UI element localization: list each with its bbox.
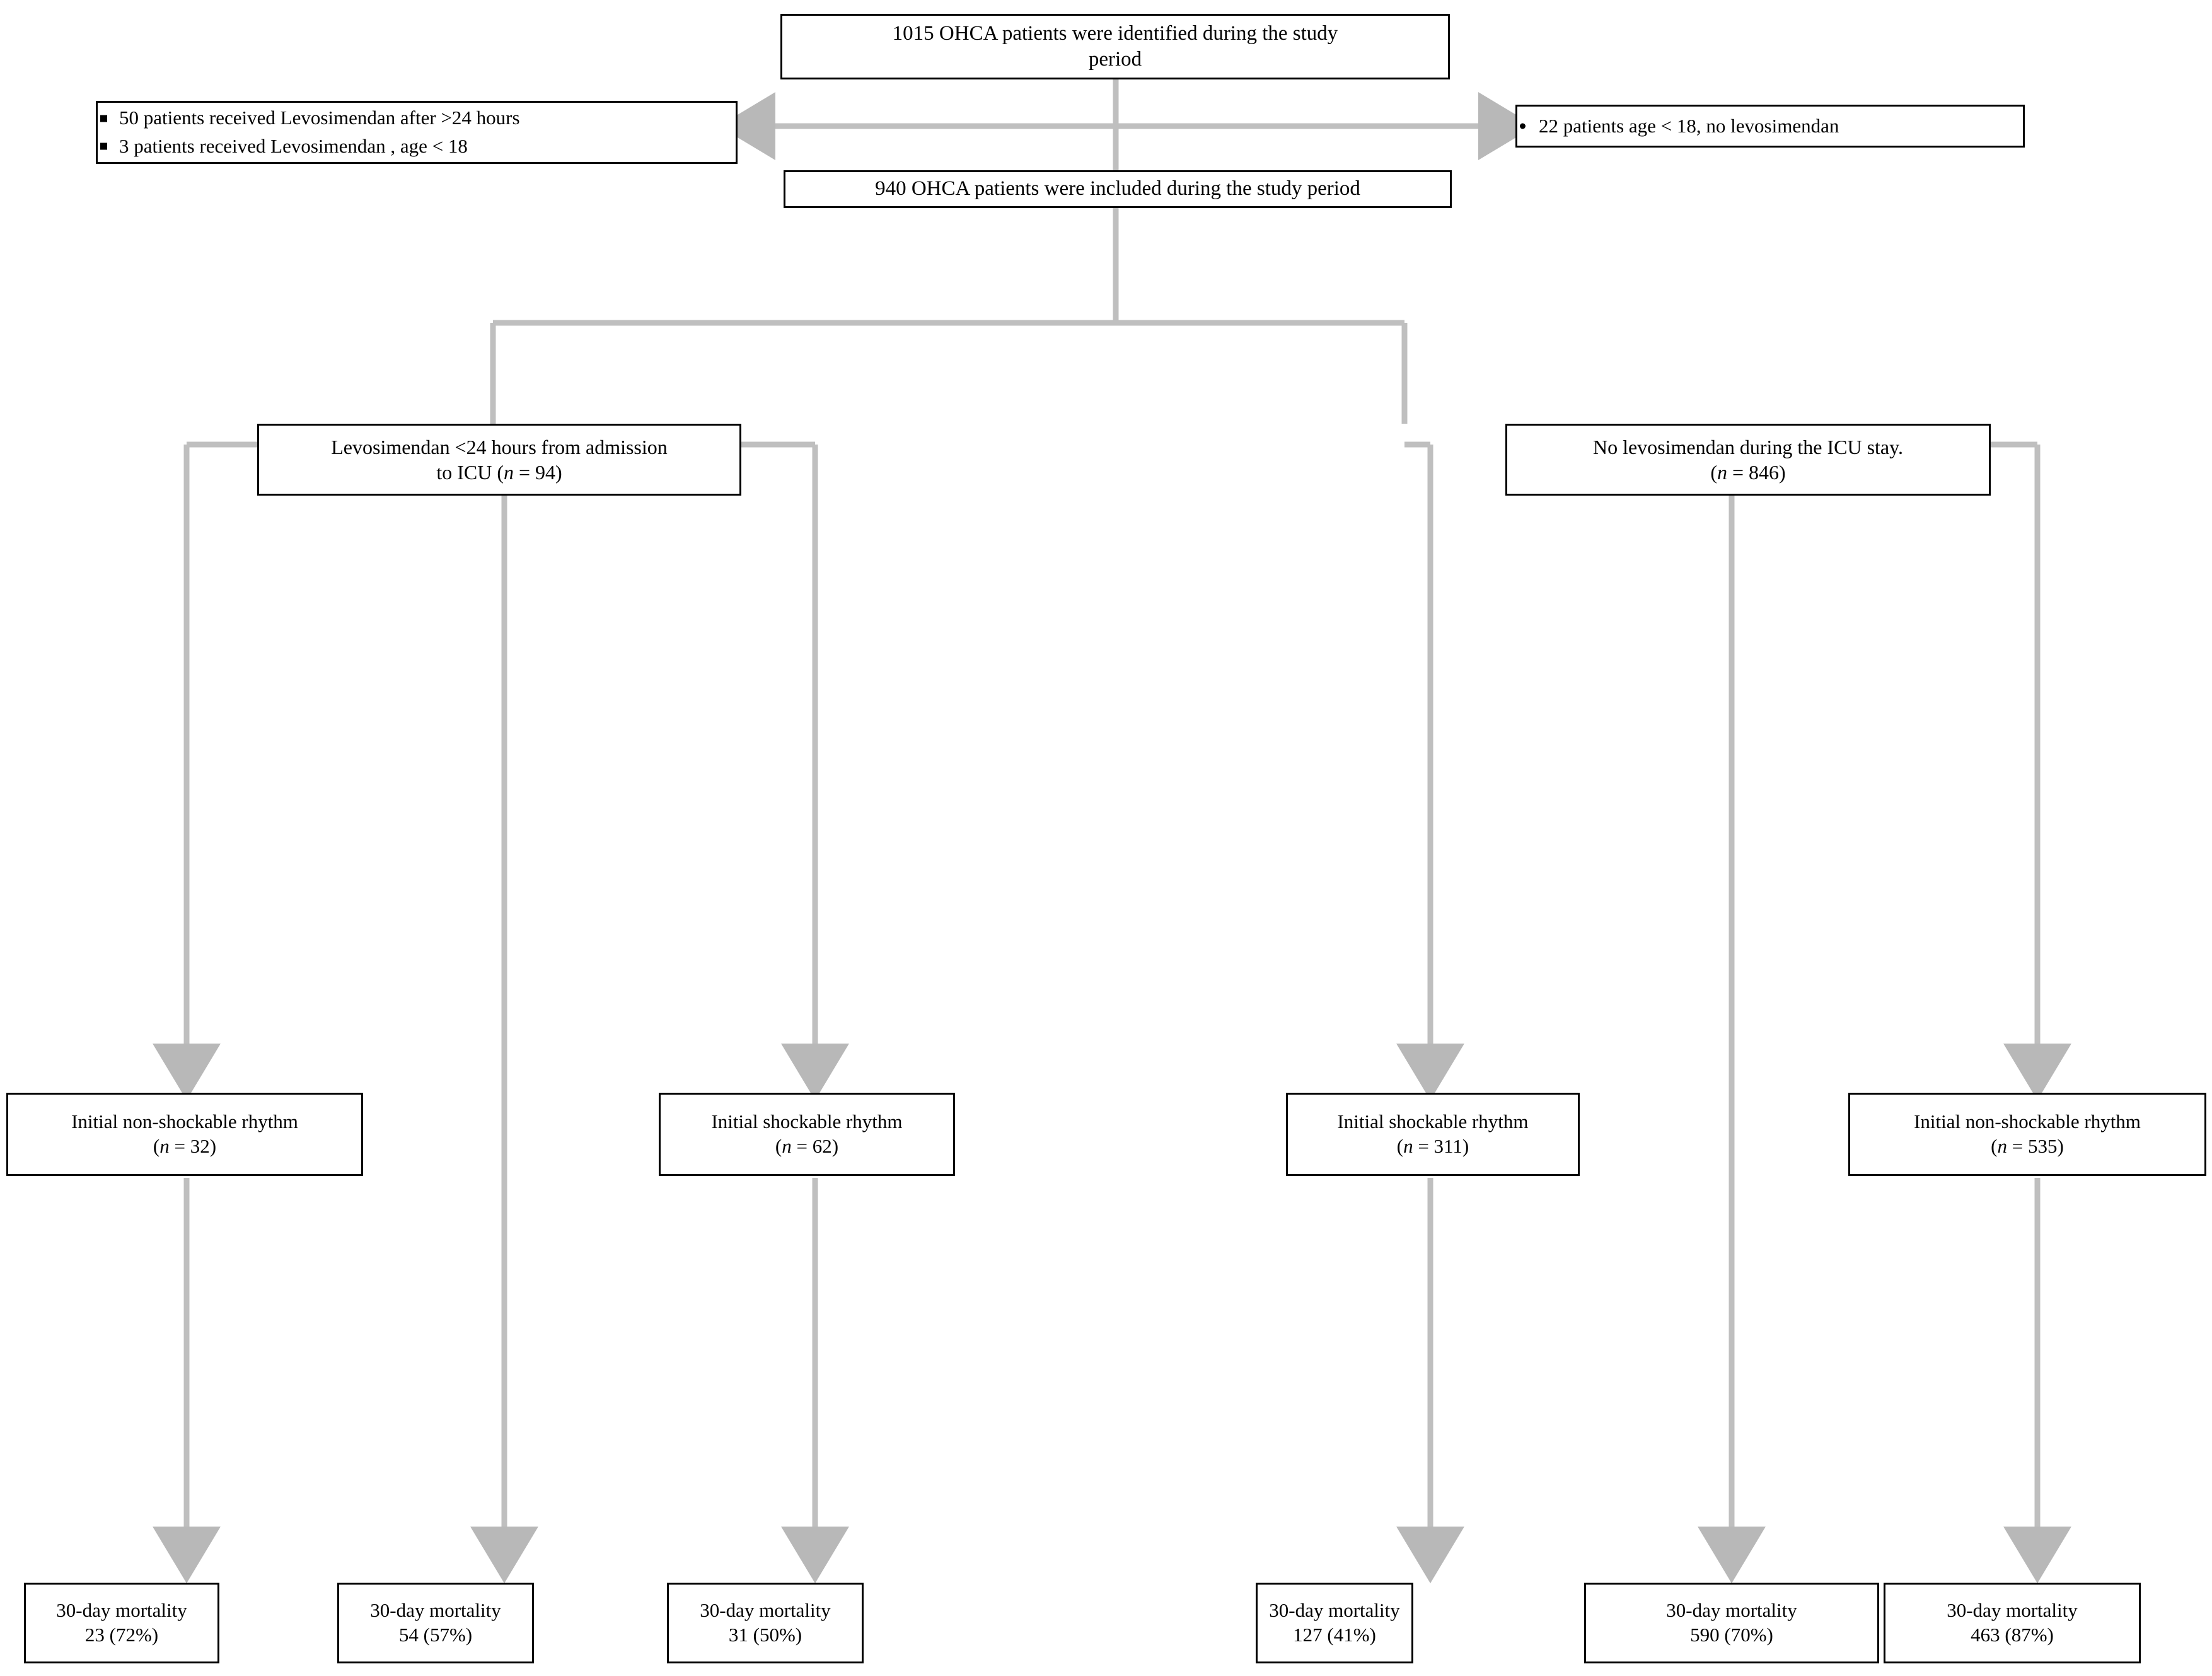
list-item: 3 patients received Levosimendan , age <… — [100, 132, 727, 161]
node-included: 940 OHCA patients were included during t… — [784, 170, 1452, 208]
rhythm-2-label: Initial shockable rhythm — [711, 1110, 903, 1133]
node-rhythm-3: Initial shockable rhythm (n = 311) — [1286, 1093, 1580, 1176]
rhythm-4-n-symbol: n — [1997, 1135, 2008, 1157]
square-bullet-icon — [100, 115, 107, 122]
mortality-1-value: 23 (72%) — [84, 1624, 159, 1646]
rhythm-1-n-post: = 32) — [169, 1135, 217, 1157]
rhythm-2-n-pre: ( — [775, 1135, 782, 1157]
list-item: 22 patients age < 18, no levosimendan — [1520, 112, 2014, 141]
excluded-left-bullet-2: 3 patients received Levosimendan , age <… — [119, 135, 468, 157]
mortality-2-label: 30-day mortality — [370, 1599, 501, 1622]
rhythm-4-n-post: = 535) — [2007, 1135, 2064, 1157]
levo-group-line2-pre: to ICU ( — [436, 461, 504, 484]
annotation-excluded-right: 22 patients age < 18, no levosimendan — [1515, 105, 2025, 148]
rhythm-1-n-pre: ( — [153, 1135, 160, 1157]
mortality-6-value: 463 (87%) — [1971, 1624, 2054, 1646]
nolevo-group-line2-post: = 846) — [1727, 461, 1786, 484]
rhythm-4-label: Initial non-shockable rhythm — [1914, 1110, 2141, 1133]
node-rhythm-4: Initial non-shockable rhythm (n = 535) — [1848, 1093, 2206, 1176]
node-rhythm-1: Initial non-shockable rhythm (n = 32) — [6, 1093, 363, 1176]
annotation-excluded-left: 50 patients received Levosimendan after … — [96, 101, 738, 164]
excluded-right-list: 22 patients age < 18, no levosimendan — [1517, 112, 2023, 141]
node-mortality-2: 30-day mortality 54 (57%) — [337, 1583, 534, 1663]
mortality-5-value: 590 (70%) — [1690, 1624, 1773, 1646]
mortality-4-value: 127 (41%) — [1293, 1624, 1376, 1646]
node-rhythm-2: Initial shockable rhythm (n = 62) — [659, 1093, 955, 1176]
node-mortality-4: 30-day mortality 127 (41%) — [1256, 1583, 1413, 1663]
node-identified-line1: 1015 OHCA patients were identified durin… — [892, 21, 1338, 45]
rhythm-3-label: Initial shockable rhythm — [1337, 1110, 1529, 1133]
rhythm-3-n-post: = 311) — [1413, 1135, 1469, 1157]
mortality-3-value: 31 (50%) — [728, 1624, 802, 1646]
rhythm-3-n-pre: ( — [1396, 1135, 1404, 1157]
mortality-4-label: 30-day mortality — [1269, 1599, 1400, 1622]
rhythm-1-n-symbol: n — [159, 1135, 170, 1157]
node-levosimendan-group: Levosimendan <24 hours from admission to… — [257, 424, 741, 496]
mortality-2-value: 54 (57%) — [398, 1624, 473, 1646]
node-identified: 1015 OHCA patients were identified durin… — [780, 14, 1450, 79]
list-item: 50 patients received Levosimendan after … — [100, 104, 727, 132]
node-mortality-6: 30-day mortality 463 (87%) — [1884, 1583, 2141, 1663]
rhythm-2-n-symbol: n — [782, 1135, 792, 1157]
node-mortality-3: 30-day mortality 31 (50%) — [667, 1583, 864, 1663]
square-bullet-icon — [100, 143, 107, 150]
rhythm-1-label: Initial non-shockable rhythm — [71, 1110, 298, 1133]
levo-group-line2-post: = 94) — [513, 461, 562, 484]
node-no-levosimendan-group: No levosimendan during the ICU stay. (n … — [1505, 424, 1991, 496]
nolevo-group-line1: No levosimendan during the ICU stay. — [1592, 436, 1904, 458]
mortality-5-label: 30-day mortality — [1666, 1599, 1797, 1622]
rhythm-4-n-pre: ( — [1991, 1135, 1998, 1157]
mortality-3-label: 30-day mortality — [700, 1599, 831, 1622]
excluded-left-bullet-1: 50 patients received Levosimendan after … — [119, 107, 520, 129]
node-mortality-5: 30-day mortality 590 (70%) — [1584, 1583, 1879, 1663]
node-identified-line2: period — [1088, 48, 1142, 71]
rhythm-3-n-symbol: n — [1403, 1135, 1413, 1157]
levo-group-line1: Levosimendan <24 hours from admission — [331, 436, 668, 458]
excluded-right-bullet-1: 22 patients age < 18, no levosimendan — [1539, 114, 1839, 137]
nolevo-group-line2-pre: ( — [1710, 461, 1717, 484]
node-mortality-1: 30-day mortality 23 (72%) — [24, 1583, 219, 1663]
nolevo-group-n-symbol: n — [1717, 461, 1727, 484]
round-bullet-icon — [1520, 123, 1526, 129]
levo-group-n-symbol: n — [503, 461, 514, 484]
excluded-left-list: 50 patients received Levosimendan after … — [98, 104, 736, 161]
rhythm-2-n-post: = 62) — [791, 1135, 839, 1157]
mortality-1-label: 30-day mortality — [56, 1599, 187, 1622]
node-included-line1: 940 OHCA patients were included during t… — [875, 177, 1360, 201]
mortality-6-label: 30-day mortality — [1947, 1599, 2078, 1622]
